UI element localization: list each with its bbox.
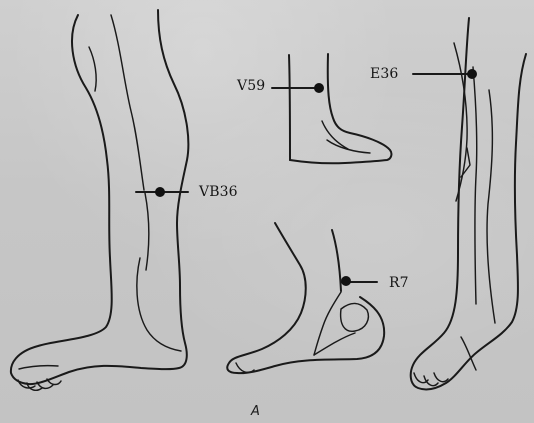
upper-center-lower-leg <box>289 55 290 160</box>
left-calf-line <box>145 193 149 270</box>
e36-point <box>467 69 477 79</box>
v59-point <box>314 83 324 93</box>
right-calf-line <box>487 90 495 323</box>
right-front-shin-line <box>473 67 477 304</box>
r7-point <box>341 276 351 286</box>
left-leg-inner-line <box>111 15 144 190</box>
lower-center-front-leg <box>227 223 384 373</box>
v59-label: V59 <box>237 79 265 93</box>
left-foot-detail <box>19 366 58 369</box>
left-leg-outline <box>11 10 188 384</box>
lower-center-ankle-bone <box>341 303 369 331</box>
r7-label: R7 <box>389 276 409 290</box>
left-ankle-line <box>137 258 181 351</box>
vb36-label: VB36 <box>199 185 238 199</box>
left-toes <box>18 379 61 390</box>
lower-center-ankle-outline <box>314 292 341 355</box>
vb36-point <box>155 187 165 197</box>
lower-center-toes <box>236 363 254 372</box>
e36-label: E36 <box>370 67 398 81</box>
upper-center-ankle-mark-2 <box>327 140 370 153</box>
lower-center-back-leg <box>332 230 341 291</box>
figure-caption: A <box>251 404 260 419</box>
left-knee-mark <box>89 47 96 91</box>
